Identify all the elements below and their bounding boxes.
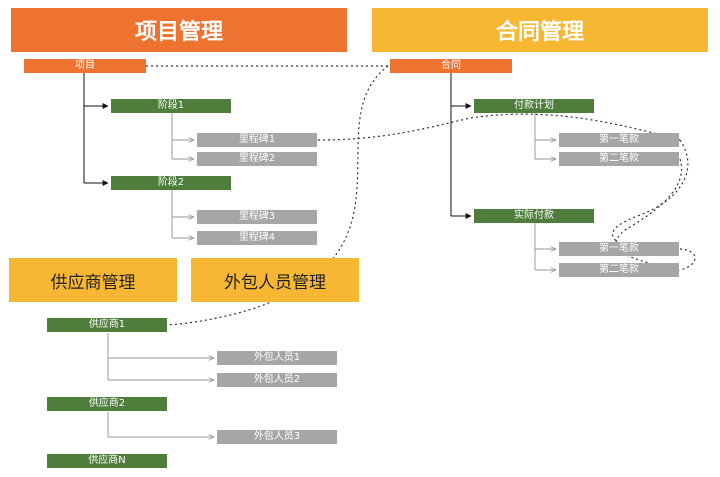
contract-root-node: 合同	[390, 59, 512, 73]
project-milestone-lines	[171, 113, 194, 238]
relation-contract-supplier	[167, 65, 389, 326]
supplier-n-node: 供应商N	[47, 454, 167, 468]
contract-payment-lines	[534, 113, 556, 270]
outsource-person-2-node: 外包人员2	[217, 373, 337, 387]
milestone-3-node: 里程碑3	[197, 210, 317, 224]
relation-lines	[146, 65, 696, 326]
project-management-header: 项目管理	[11, 8, 347, 52]
contract-tree-lines	[450, 73, 472, 219]
supplier-1-node: 供应商1	[47, 318, 167, 332]
relation-actual-loop	[679, 248, 696, 271]
relation-milestone-payment	[317, 113, 681, 141]
milestone-1-node: 里程碑1	[197, 133, 317, 147]
payment-plan-node: 付款计划	[474, 99, 594, 113]
milestone-4-node: 里程碑4	[197, 231, 317, 245]
supplier-2-node: 供应商2	[47, 397, 167, 411]
project-tree-lines	[83, 73, 109, 186]
actual-payment-1-node: 第一笔款	[559, 242, 679, 256]
actual-payment-node: 实际付款	[474, 209, 594, 223]
stage-1-node: 阶段1	[111, 99, 231, 113]
plan-payment-2-node: 第二笔款	[559, 152, 679, 166]
outsource-management-header: 外包人员管理	[191, 258, 359, 302]
supplier-tree-lines	[107, 333, 214, 437]
relation-plan1-actual1	[612, 139, 689, 250]
project-root-node: 项目	[24, 59, 146, 73]
contract-management-header: 合同管理	[372, 8, 708, 52]
outsource-person-3-node: 外包人员3	[217, 430, 337, 444]
supplier-management-header: 供应商管理	[9, 258, 177, 302]
relation-plan2-actual2	[615, 158, 683, 271]
stage-2-node: 阶段2	[111, 176, 231, 190]
milestone-2-node: 里程碑2	[197, 152, 317, 166]
plan-payment-1-node: 第一笔款	[559, 133, 679, 147]
outsource-person-1-node: 外包人员1	[217, 351, 337, 365]
actual-payment-2-node: 第二笔款	[559, 263, 679, 277]
